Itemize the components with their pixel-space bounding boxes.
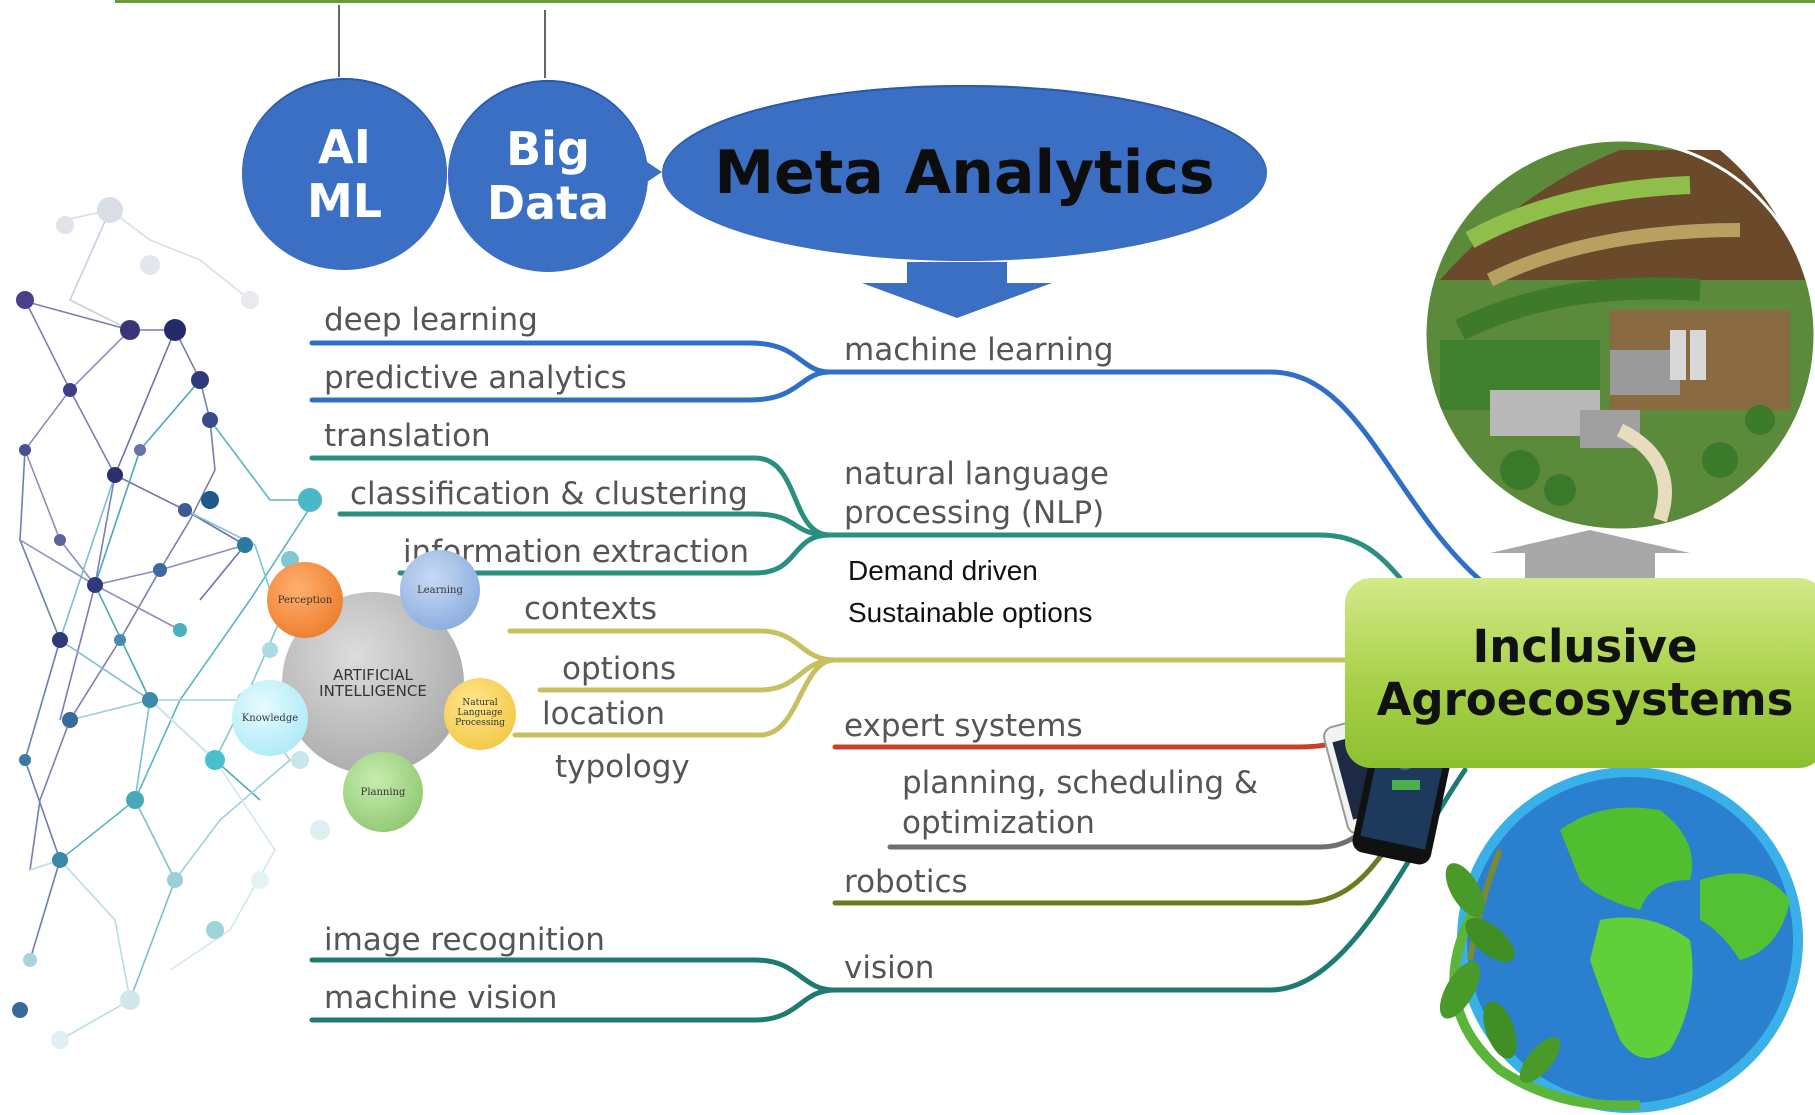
- bubble-big-data: Big Data: [448, 80, 648, 272]
- label-location: location: [542, 696, 666, 732]
- ai-node-perception: Perception: [267, 562, 343, 638]
- label-expert-systems: expert systems: [844, 708, 1083, 744]
- label-predictive-analytics: predictive analytics: [324, 360, 627, 396]
- up-arrow: [1490, 530, 1690, 578]
- label-nlp-line2: processing (NLP): [844, 495, 1105, 531]
- label-demand-driven: Demand driven: [848, 555, 1038, 586]
- ai-cluster: ARTIFICIAL INTELLIGENCE Perception Learn…: [230, 550, 520, 832]
- ai-nlp-line1: Natural: [462, 698, 498, 709]
- label-nlp-line1: natural language: [844, 456, 1109, 492]
- line-predictive: [309, 369, 833, 403]
- ai-core-line2: INTELLIGENCE: [319, 682, 427, 700]
- line-machine-vision: [309, 987, 838, 1023]
- bubble-ai-line1: AI: [318, 119, 371, 174]
- ai-core-line1: ARTIFICIAL: [333, 665, 413, 684]
- label-classification: classification & clustering: [350, 476, 748, 512]
- network-nodes: [12, 197, 330, 1049]
- label-sustainable-options: Sustainable options: [848, 597, 1093, 628]
- label-contexts: contexts: [524, 591, 657, 627]
- label-deep-learning: deep learning: [324, 302, 538, 338]
- line-location: [512, 657, 838, 738]
- label-planning-line2: optimization: [902, 805, 1095, 841]
- ai-nlp-line3: Processing: [455, 717, 505, 728]
- bubble-ai-ml: AI ML: [242, 78, 447, 270]
- meta-analytics-label: Meta Analytics: [714, 137, 1215, 208]
- string-bigdata: [544, 10, 546, 78]
- string-ai: [338, 5, 340, 77]
- down-arrow: [862, 262, 1052, 318]
- line-vision: [832, 767, 1468, 993]
- ai-nlp-line2: Language: [457, 708, 503, 719]
- top-rule: [115, 0, 1815, 3]
- bubble-ai-line2: ML: [306, 174, 383, 228]
- label-translation: translation: [324, 418, 491, 454]
- farm-image: [1423, 138, 1815, 532]
- label-vision: vision: [844, 950, 935, 986]
- ai-node-nlp: Natural Language Processing: [444, 678, 516, 750]
- label-typology: typology: [555, 749, 690, 785]
- bubble-bigdata-line1: Big: [506, 121, 590, 176]
- line-classification: [337, 511, 833, 538]
- label-planning-line1: planning, scheduling &: [902, 765, 1259, 801]
- label-options: options: [562, 651, 677, 687]
- ai-node-planning: Planning: [343, 752, 423, 832]
- label-machine-vision: machine vision: [324, 980, 558, 1016]
- label-machine-learning: machine learning: [844, 332, 1114, 368]
- label-image-recognition: image recognition: [324, 922, 605, 958]
- globe-image: [1439, 767, 1803, 1113]
- line-info-extraction: [397, 532, 833, 576]
- label-robotics: robotics: [844, 864, 968, 900]
- bubble-bigdata-line2: Data: [486, 176, 610, 230]
- result-line2: Agroecosystems: [1376, 673, 1794, 726]
- inclusive-agroecosystems-box: Inclusive Agroecosystems: [1345, 578, 1815, 768]
- line-translation: [309, 455, 833, 538]
- bubble-meta-analytics: Meta Analytics: [662, 85, 1267, 261]
- result-line1: Inclusive: [1472, 619, 1698, 673]
- bubble-connector-arrow: [644, 160, 662, 184]
- ai-node-learning: Learning: [400, 550, 480, 630]
- ai-node-knowledge: Knowledge: [232, 680, 308, 756]
- line-machine-learning: [827, 369, 1483, 583]
- line-nlp: [827, 532, 1403, 581]
